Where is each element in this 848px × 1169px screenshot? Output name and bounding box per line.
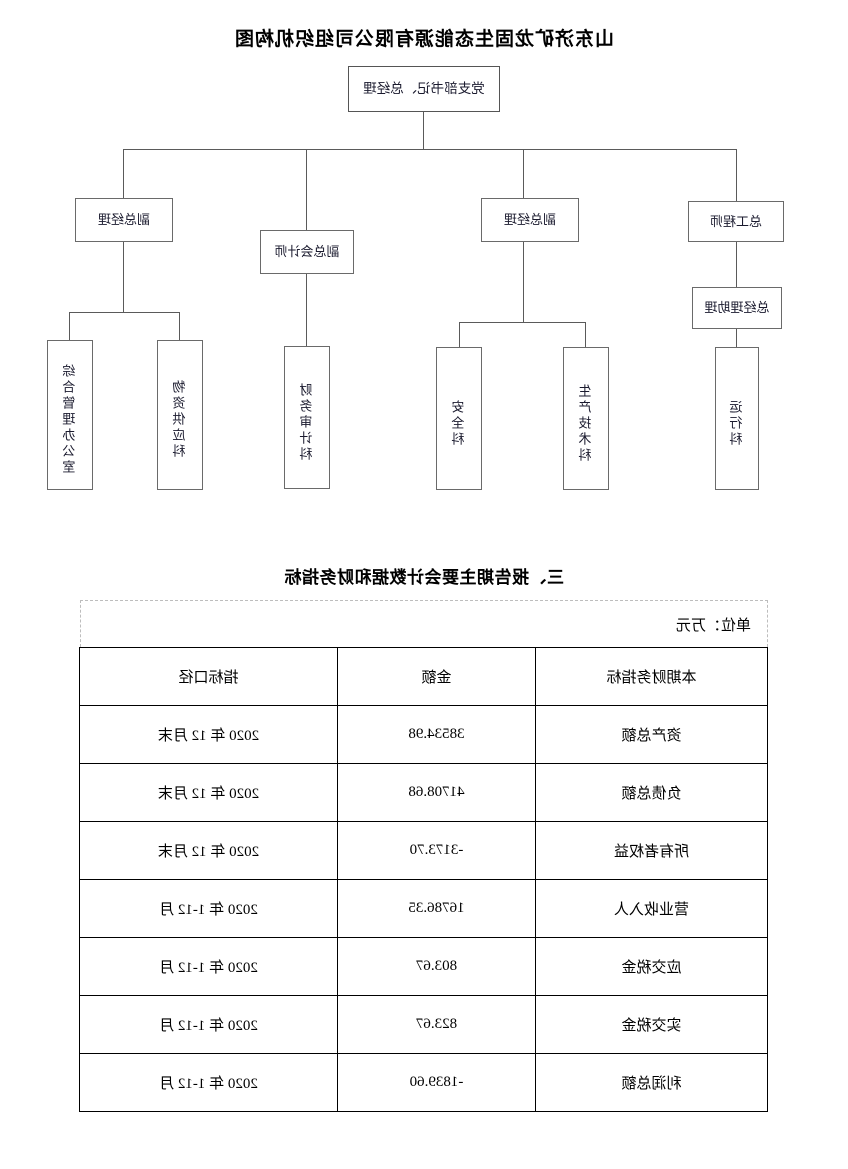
- org-node-root-label: 党支部书记、总经理: [363, 81, 485, 97]
- org-node-dept-materials-supply[interactable]: 物资供应科: [157, 340, 203, 490]
- cell-indicator: 所有者权益: [535, 821, 768, 880]
- org-chart-title: 山东济矿龙固生态能源有限公司组织机构图: [234, 29, 615, 50]
- cell-amount: -3173.70: [337, 821, 536, 880]
- cell-indicator: 应交税金: [535, 937, 768, 996]
- org-node-deputy-gm-1[interactable]: 副总经理: [481, 198, 579, 242]
- connector-dept-drop-admin-office: [69, 312, 70, 340]
- cell-amount: -1839.60: [337, 1053, 536, 1112]
- section-heading: 三、报告期主要会计数据和财务指标: [284, 568, 564, 587]
- org-node-deputy-gm-2-label: 副总经理: [98, 212, 151, 228]
- connector-deputy-gm-1-stem: [523, 242, 524, 322]
- table-header-caliber: 指标口径: [79, 647, 338, 706]
- cell-indicator: 营业收入人: [535, 879, 768, 938]
- cell-caliber: 2020 年 1-12 月: [79, 1053, 338, 1112]
- org-node-dept-safety-label: 安全科: [451, 399, 467, 448]
- cell-amount: 16786.35: [337, 879, 536, 938]
- connector-dept-drop-materials: [179, 312, 180, 340]
- org-node-gm-assistant-label: 总经理助理: [704, 300, 770, 316]
- org-node-dept-finance-audit-label: 财务审计科: [299, 382, 315, 463]
- table-row: 应交税金 803.67 2020 年 1-12 月: [79, 937, 768, 996]
- table-header-row: 本期财务指标 金额 指标口径: [79, 647, 768, 706]
- cell-caliber: 2020 年 1-12 月: [79, 937, 338, 996]
- org-node-deputy-gm-1-label: 副总经理: [504, 212, 557, 228]
- org-node-root[interactable]: 党支部书记、总经理: [348, 66, 500, 112]
- org-node-dept-admin-office-label: 综合管理办公室: [62, 364, 78, 476]
- cell-indicator: 资产总额: [535, 705, 768, 764]
- org-node-dept-operations-label: 运行科: [729, 399, 745, 448]
- connector-deputy-gm-2-dept-stem: [123, 242, 124, 312]
- connector-level2-bus: [124, 149, 737, 150]
- table-header-amount: 金额: [337, 647, 536, 706]
- org-node-deputy-gm-2[interactable]: 副总经理: [75, 198, 173, 242]
- cell-caliber: 2020 年 1-12 月: [79, 995, 338, 1054]
- cell-amount: 823.67: [337, 995, 536, 1054]
- table-row: 所有者权益 -3173.70 2020 年 12 月末: [79, 821, 768, 880]
- cell-amount: 38534.98: [337, 705, 536, 764]
- connector-accountant-to-audit: [306, 274, 307, 346]
- connector-dept-drop-prod-tech: [585, 322, 586, 347]
- connector-level2-drop-1: [736, 149, 737, 201]
- connector-dept-drop-safety: [459, 322, 460, 347]
- org-node-deputy-chief-accountant-label: 副总会计师: [274, 244, 340, 260]
- connector-chief-engineer-to-assistant: [736, 242, 737, 287]
- cell-caliber: 2020 年 12 月末: [79, 763, 338, 822]
- connector-assistant-to-operations: [736, 329, 737, 347]
- table-unit-label: 单位：万元: [80, 600, 768, 647]
- table-row: 资产总额 38534.98 2020 年 12 月末: [79, 705, 768, 764]
- org-node-chief-engineer[interactable]: 总工程师: [688, 201, 784, 242]
- connector-deputy-gm-2-bus: [70, 312, 180, 313]
- cell-caliber: 2020 年 12 月末: [79, 821, 338, 880]
- org-node-dept-operations[interactable]: 运行科: [715, 347, 759, 490]
- org-node-deputy-chief-accountant[interactable]: 副总会计师: [260, 230, 354, 274]
- financial-table-container: 单位：万元 本期财务指标 金额 指标口径 资产总额 38534.98 2020 …: [79, 600, 768, 1112]
- org-node-dept-materials-supply-label: 物资供应科: [172, 380, 188, 460]
- connector-root-stem: [423, 112, 424, 149]
- cell-indicator: 负债总额: [535, 763, 768, 822]
- cell-caliber: 2020 年 12 月末: [79, 705, 338, 764]
- financial-table: 本期财务指标 金额 指标口径 资产总额 38534.98 2020 年 12 月…: [79, 647, 768, 1112]
- cell-amount: 41708.68: [337, 763, 536, 822]
- org-node-gm-assistant[interactable]: 总经理助理: [692, 287, 782, 329]
- cell-indicator: 利润总额: [535, 1053, 768, 1112]
- table-row: 负债总额 41708.68 2020 年 12 月末: [79, 763, 768, 822]
- connector-level2-drop-2: [523, 149, 524, 201]
- cell-caliber: 2020 年 1-12 月: [79, 879, 338, 938]
- table-header-indicator: 本期财务指标: [535, 647, 768, 706]
- table-row: 实交税金 823.67 2020 年 1-12 月: [79, 995, 768, 1054]
- org-node-dept-admin-office[interactable]: 综合管理办公室: [47, 340, 93, 490]
- org-node-chief-engineer-label: 总工程师: [710, 213, 763, 229]
- org-chart: 山东济矿龙固生态能源有限公司组织机构图 党支部书记、总经理 总工程师 副总经理 …: [0, 0, 848, 540]
- org-node-dept-production-tech[interactable]: 生产技术科: [563, 347, 609, 490]
- connector-level2-drop-3: [123, 149, 124, 201]
- org-node-dept-finance-audit[interactable]: 财务审计科: [284, 346, 330, 489]
- table-row: 营业收入人 16786.35 2020 年 1-12 月: [79, 879, 768, 938]
- connector-deputy-gm-1-bus: [460, 322, 586, 323]
- org-node-dept-safety[interactable]: 安全科: [436, 347, 482, 490]
- cell-indicator: 实交税金: [535, 995, 768, 1054]
- cell-amount: 803.67: [337, 937, 536, 996]
- table-row: 利润总额 -1839.60 2020 年 1-12 月: [79, 1053, 768, 1112]
- org-node-dept-production-tech-label: 生产技术科: [578, 383, 594, 464]
